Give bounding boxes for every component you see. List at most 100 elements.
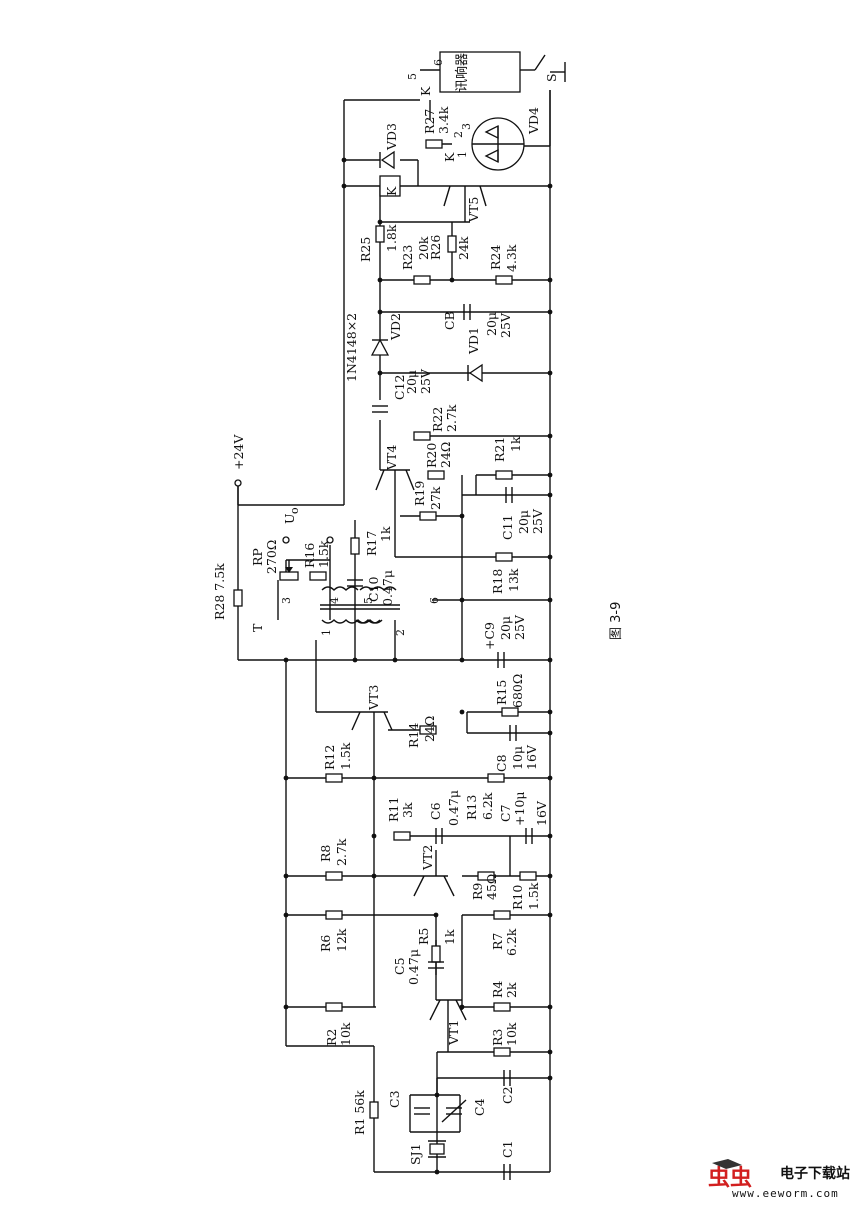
resistor-r16 bbox=[309, 571, 327, 581]
capacitors bbox=[347, 304, 533, 1180]
relay-coil-k bbox=[379, 175, 401, 197]
junction-dots bbox=[283, 157, 553, 1175]
label-r5: R5 bbox=[416, 928, 431, 945]
label-c6v: 0.47μ bbox=[446, 790, 461, 826]
resistor-r2 bbox=[325, 1002, 343, 1012]
label-r2: R2 bbox=[324, 1029, 339, 1046]
supply-label: +24V bbox=[231, 434, 246, 470]
transistor-vt1 bbox=[429, 999, 467, 1052]
label-t1: 1 bbox=[320, 629, 333, 636]
label-r23v: 20k bbox=[416, 236, 431, 260]
label-p1: 1 bbox=[456, 151, 469, 158]
resistor-r11 bbox=[393, 831, 411, 841]
label-vd2: VD2 bbox=[388, 313, 403, 341]
figure-caption: 图 3-9 bbox=[609, 602, 624, 640]
label-r3: R3 bbox=[490, 1029, 505, 1046]
resistor-r20 bbox=[427, 470, 445, 480]
label-c5v: 0.47μ bbox=[406, 949, 421, 985]
label-c1: C1 bbox=[500, 1140, 515, 1158]
label-vt5: VT5 bbox=[466, 197, 481, 223]
resistor-r17 bbox=[350, 537, 360, 555]
label-c11v2: 25V bbox=[530, 508, 545, 534]
label-vt1: VT1 bbox=[446, 1020, 461, 1046]
resistor-r7 bbox=[493, 910, 511, 920]
label-c11v: 20μ bbox=[516, 510, 531, 534]
label-vd4: VD4 bbox=[526, 107, 541, 135]
resistor-r3 bbox=[493, 1047, 511, 1057]
label-r27v: 3.4k bbox=[436, 106, 451, 134]
label-c9v: 20μ bbox=[498, 616, 513, 640]
transistor-vt4 bbox=[375, 469, 415, 491]
label-r13: R13 bbox=[464, 795, 479, 820]
buzzer bbox=[439, 51, 521, 93]
label-rp: RP bbox=[250, 548, 265, 566]
resistor-r25 bbox=[375, 225, 385, 243]
resistor-r13 bbox=[487, 773, 505, 783]
resistor-r23 bbox=[413, 275, 431, 285]
label-t3: 3 bbox=[280, 597, 293, 604]
label-c12v2: 25V bbox=[418, 368, 433, 394]
label-r22: R22 bbox=[430, 407, 445, 432]
label-r3v: 10k bbox=[504, 1022, 519, 1046]
label-c8v2: 16V bbox=[524, 744, 539, 770]
label-vd1: VD1 bbox=[466, 327, 481, 355]
resistor-r10 bbox=[519, 871, 537, 881]
label-r14: R14 bbox=[406, 723, 421, 748]
label-c8v: 10μ bbox=[510, 746, 525, 770]
label-r16v: 1.5k bbox=[316, 540, 331, 568]
label-c10: C10 bbox=[366, 576, 381, 602]
label-t4: 4 bbox=[328, 597, 341, 604]
label-r13v: 6.2k bbox=[480, 792, 495, 820]
logo-text: 虫虫 bbox=[708, 1165, 752, 1189]
label-r2v: 10k bbox=[338, 1022, 353, 1046]
label-sj1: SJ1 bbox=[408, 1143, 423, 1165]
label-c7: C7 bbox=[498, 804, 513, 822]
label-r22v: 2.7k bbox=[444, 404, 459, 432]
label-k-top: K bbox=[418, 86, 433, 96]
label-vt3: VT3 bbox=[366, 685, 381, 711]
component-labels: R1 56k C1 C2 C3 C4 SJ1 R2 10k R3 10k R4 … bbox=[212, 53, 624, 1165]
label-c12v: 20μ bbox=[404, 370, 419, 394]
label-r11v: 3k bbox=[400, 802, 415, 818]
label-r14v: 24Ω bbox=[422, 716, 437, 742]
label-r20v: 24Ω bbox=[438, 442, 453, 468]
site-watermark: 虫虫 电子下载站 www.eeworm.com bbox=[700, 1159, 860, 1211]
label-r7v: 6.2k bbox=[504, 928, 519, 956]
label-p2: 2 bbox=[452, 131, 465, 138]
label-r6: R6 bbox=[318, 935, 333, 952]
label-p5: 5 bbox=[406, 73, 419, 80]
label-k-contact: K bbox=[442, 152, 457, 162]
resistors bbox=[233, 139, 537, 1119]
resistor-r9 bbox=[477, 871, 495, 881]
label-vt2: VT2 bbox=[420, 845, 435, 871]
label-r17v: 1k bbox=[378, 526, 393, 542]
label-t6: 6 bbox=[428, 597, 441, 604]
label-vd3: VD3 bbox=[384, 123, 399, 151]
label-r19v: 27k bbox=[428, 486, 443, 510]
label-r8: R8 bbox=[318, 845, 333, 862]
label-c6: C6 bbox=[428, 802, 443, 820]
resistor-r28 bbox=[233, 589, 243, 607]
label-c9v2: 25V bbox=[512, 614, 527, 640]
label-c4: C4 bbox=[472, 1098, 487, 1116]
label-diodes: 1N4148×2 bbox=[344, 313, 359, 382]
label-t: T bbox=[250, 623, 265, 632]
label-r9: R9 bbox=[470, 883, 485, 900]
label-r5v: 1k bbox=[442, 929, 457, 945]
label-s: S bbox=[544, 73, 559, 82]
resistor-r6 bbox=[325, 910, 343, 920]
resistor-r12 bbox=[325, 773, 343, 783]
transistor-vt2 bbox=[413, 875, 455, 897]
label-cbv: 20μ bbox=[484, 312, 499, 336]
diodes bbox=[370, 150, 483, 383]
transformer-t bbox=[320, 586, 400, 624]
resistor-r18 bbox=[495, 552, 513, 562]
label-cbv2: 25V bbox=[498, 312, 513, 338]
label-r9v: 45Ω bbox=[484, 874, 499, 900]
label-r28: R28 7.5k bbox=[212, 563, 227, 620]
label-r18: R18 bbox=[490, 569, 505, 594]
label-c2: C2 bbox=[500, 1086, 515, 1104]
label-r11: R11 bbox=[386, 797, 401, 822]
label-t2: 2 bbox=[394, 629, 407, 636]
